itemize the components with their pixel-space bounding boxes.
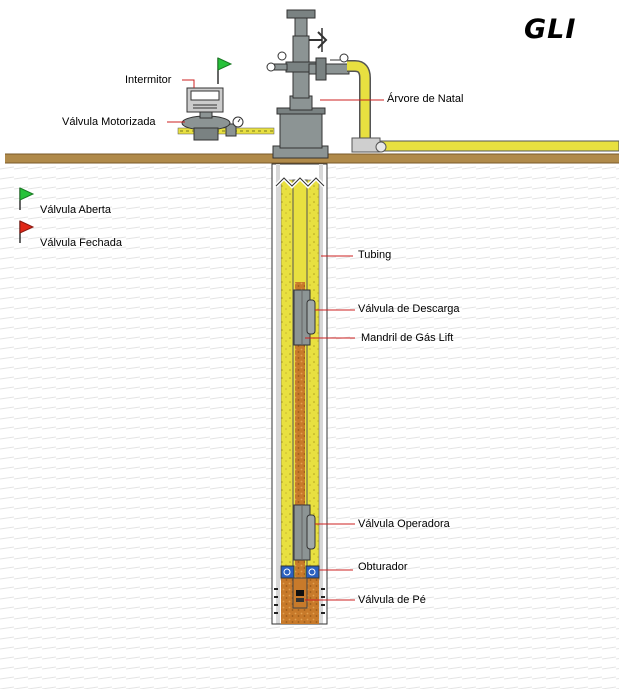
leader-lines	[167, 79, 384, 601]
label-obturador: Obturador	[358, 561, 408, 573]
label-arvore-de-natal: Árvore de Natal	[387, 93, 464, 105]
perforations	[274, 588, 325, 614]
motorized-valve	[181, 111, 231, 141]
legend-open-flag	[19, 187, 35, 210]
legend-label-open: Válvula Aberta	[40, 204, 111, 216]
unloading-valve-mandrel	[293, 289, 316, 346]
gas-injection-line	[177, 116, 275, 137]
diagram-title: GLI	[524, 14, 577, 45]
label-tubing: Tubing	[358, 249, 392, 261]
label-valvula-de-descarga: Válvula de Descarga	[358, 303, 460, 315]
label-valvula-operadora: Válvula Operadora	[358, 518, 450, 530]
tubing-oil-column	[295, 282, 305, 580]
legend-label-closed: Válvula Fechada	[40, 237, 122, 249]
foot-valve	[292, 577, 308, 609]
packer	[280, 565, 320, 579]
production-flowline	[347, 60, 619, 153]
intermitor-controller	[186, 87, 224, 113]
legend-closed-flag	[19, 220, 35, 243]
label-mandril: Mandril de Gás Lift	[361, 332, 454, 344]
green-flag-icon	[217, 57, 233, 84]
christmas-tree	[266, 9, 350, 159]
label-valvula-de-pe: Válvula de Pé	[358, 594, 426, 606]
label-intermitor: Intermitor	[125, 74, 172, 86]
operating-valve-mandrel	[293, 504, 316, 561]
label-valvula-motorizada: Válvula Motorizada	[62, 116, 156, 128]
